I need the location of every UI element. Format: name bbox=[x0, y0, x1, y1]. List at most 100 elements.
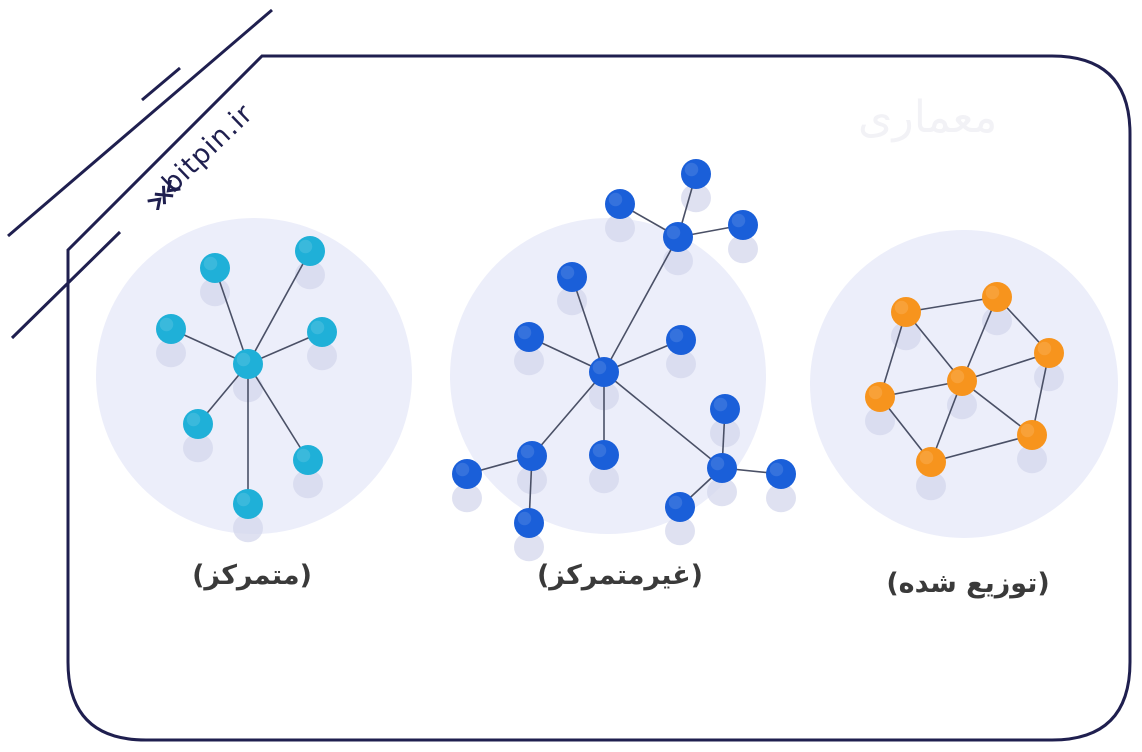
node-shadow bbox=[233, 513, 263, 543]
node-highlight bbox=[186, 412, 201, 427]
node-shadow bbox=[605, 213, 635, 243]
node-highlight bbox=[296, 448, 311, 463]
node-highlight bbox=[520, 444, 535, 459]
node-highlight bbox=[668, 495, 683, 510]
stripe-line bbox=[7, 8, 273, 238]
network-node bbox=[681, 159, 711, 189]
network-node bbox=[295, 236, 325, 266]
node-highlight bbox=[592, 443, 607, 458]
network-node bbox=[707, 453, 737, 483]
network-edge bbox=[961, 296, 998, 382]
node-shadow bbox=[681, 183, 711, 213]
network-node bbox=[891, 297, 921, 327]
bitpin-logo-icon bbox=[147, 180, 181, 210]
node-highlight bbox=[669, 328, 684, 343]
network-node bbox=[589, 357, 619, 387]
network-edge bbox=[571, 276, 605, 373]
network-node bbox=[514, 508, 544, 538]
network-node bbox=[307, 317, 337, 347]
node-shadow bbox=[1017, 444, 1047, 474]
node-highlight bbox=[203, 256, 218, 271]
node-shadow bbox=[665, 516, 695, 546]
node-shadow bbox=[295, 260, 325, 290]
network-edge bbox=[214, 267, 249, 365]
node-shadow bbox=[1034, 362, 1064, 392]
node-highlight bbox=[517, 511, 532, 526]
network-node bbox=[452, 459, 482, 489]
network-node bbox=[865, 382, 895, 412]
network-node bbox=[200, 253, 230, 283]
network-node bbox=[605, 189, 635, 219]
node-highlight bbox=[684, 162, 699, 177]
node-highlight bbox=[666, 225, 681, 240]
frame-border bbox=[66, 54, 1132, 742]
node-shadow bbox=[766, 483, 796, 513]
node-shadow bbox=[293, 469, 323, 499]
network-node bbox=[663, 222, 693, 252]
caption-decentralized: (غیرمتمرکز) bbox=[536, 560, 704, 591]
network-node bbox=[1017, 420, 1047, 450]
network-node bbox=[156, 314, 186, 344]
network-node bbox=[589, 440, 619, 470]
network-edge bbox=[603, 236, 679, 373]
node-shadow bbox=[710, 418, 740, 448]
network-distributed bbox=[865, 282, 1064, 501]
network-node bbox=[982, 282, 1012, 312]
caption-centralized: (متمرکز) bbox=[192, 560, 312, 591]
node-highlight bbox=[1020, 423, 1035, 438]
node-shadow bbox=[514, 532, 544, 562]
node-highlight bbox=[985, 285, 1000, 300]
network-node bbox=[233, 489, 263, 519]
node-highlight bbox=[608, 192, 623, 207]
node-shadow bbox=[307, 341, 337, 371]
node-highlight bbox=[769, 462, 784, 477]
stripe-line bbox=[10, 230, 122, 340]
node-highlight bbox=[455, 462, 470, 477]
node-highlight bbox=[868, 385, 883, 400]
network-edge bbox=[961, 352, 1050, 382]
network-edge bbox=[603, 371, 723, 469]
node-shadow bbox=[947, 390, 977, 420]
node-shadow bbox=[557, 286, 587, 316]
node-highlight bbox=[560, 265, 575, 280]
network-edge bbox=[930, 434, 1033, 463]
node-highlight bbox=[950, 369, 965, 384]
node-shadow bbox=[865, 406, 895, 436]
network-decentralized bbox=[452, 159, 796, 562]
node-highlight bbox=[731, 213, 746, 228]
node-highlight bbox=[298, 239, 313, 254]
network-node bbox=[517, 441, 547, 471]
network-node bbox=[766, 459, 796, 489]
network-node bbox=[947, 366, 977, 396]
node-shadow bbox=[728, 234, 758, 264]
network-edge bbox=[531, 371, 605, 457]
node-shadow bbox=[514, 346, 544, 376]
network-node bbox=[557, 262, 587, 292]
network-node bbox=[514, 322, 544, 352]
node-highlight bbox=[236, 352, 251, 367]
node-highlight bbox=[592, 360, 607, 375]
node-highlight bbox=[517, 325, 532, 340]
node-highlight bbox=[710, 456, 725, 471]
node-highlight bbox=[236, 492, 251, 507]
network-node bbox=[665, 492, 695, 522]
node-shadow bbox=[589, 464, 619, 494]
network-node bbox=[233, 349, 263, 379]
network-node bbox=[666, 325, 696, 355]
network-node bbox=[916, 447, 946, 477]
network-edge bbox=[905, 296, 998, 313]
node-shadow bbox=[707, 477, 737, 507]
network-node bbox=[728, 210, 758, 240]
node-shadow bbox=[663, 246, 693, 276]
node-shadow bbox=[916, 471, 946, 501]
caption-distributed: (توزیع شده) bbox=[886, 568, 1050, 599]
node-highlight bbox=[1037, 341, 1052, 356]
network-node bbox=[183, 409, 213, 439]
network-centralized bbox=[156, 236, 337, 543]
network-edge bbox=[247, 363, 309, 461]
stripe-line bbox=[141, 66, 181, 102]
node-shadow bbox=[183, 433, 213, 463]
node-highlight bbox=[159, 317, 174, 332]
node-shadow bbox=[666, 349, 696, 379]
network-node bbox=[293, 445, 323, 475]
